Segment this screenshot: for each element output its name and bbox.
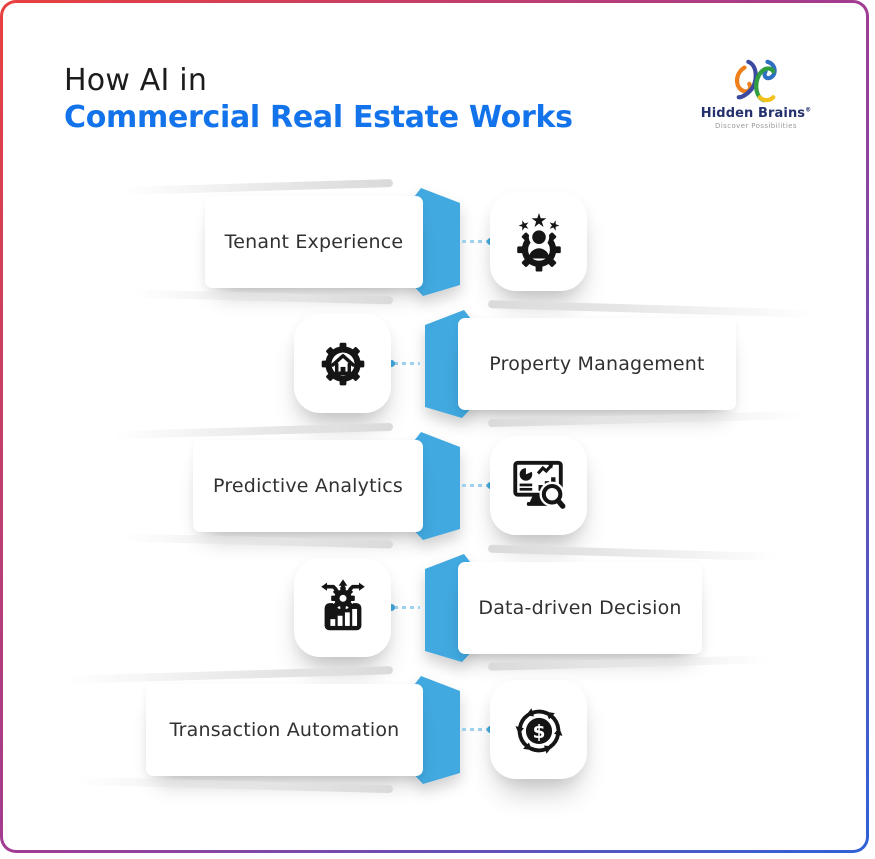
- row-label: Property Management: [489, 353, 705, 375]
- logo-name: Hidden Brains®: [700, 106, 812, 121]
- infographic-canvas: How AI in Commercial Real Estate Works H…: [3, 3, 866, 850]
- icon-card: [294, 558, 391, 657]
- row-predictive-analytics: Predictive Analytics: [3, 425, 866, 547]
- row-label: Data-driven Decision: [478, 597, 682, 619]
- connector-dot: [388, 604, 395, 611]
- label-banner: Data-driven Decision: [458, 562, 702, 654]
- hidden-brains-logo-icon: [734, 59, 777, 103]
- data-driven-decision-icon: [320, 578, 365, 630]
- dashed-connector: [462, 726, 494, 733]
- label-banner: Property Management: [458, 318, 736, 410]
- icon-card: [294, 314, 391, 413]
- row-tenant-experience: Tenant Experience: [3, 181, 866, 303]
- connector-dot: [388, 360, 395, 367]
- trademark-symbol: ®: [805, 106, 812, 114]
- row-label: Transaction Automation: [169, 719, 400, 741]
- icon-card: [490, 436, 587, 535]
- dashed-connector: [462, 482, 494, 489]
- tenant-experience-icon: [516, 212, 561, 272]
- property-management-icon: [321, 342, 364, 385]
- dashed-connector: [388, 604, 420, 611]
- icon-card: [490, 192, 587, 291]
- title-line-2: Commercial Real Estate Works: [64, 100, 573, 135]
- label-banner: Predictive Analytics: [193, 440, 423, 532]
- dashed-connector: [462, 238, 494, 245]
- hidden-brains-logo: Hidden Brains® Discover Possibilities: [696, 58, 816, 130]
- logo-tagline: Discover Possibilities: [715, 122, 797, 130]
- page-title: How AI in Commercial Real Estate Works: [64, 63, 573, 137]
- transaction-automation-icon: $: [515, 707, 562, 754]
- predictive-analytics-icon: [512, 460, 569, 512]
- svg-text:$: $: [532, 721, 545, 742]
- row-transaction-automation: Transaction Automation: [3, 669, 866, 791]
- row-label: Predictive Analytics: [213, 475, 403, 497]
- icon-card: $: [490, 680, 587, 779]
- dashed-connector: [388, 360, 420, 367]
- title-line-1: How AI in: [64, 63, 208, 98]
- row-property-management: Property Management: [3, 303, 866, 425]
- row-label: Tenant Experience: [224, 231, 404, 253]
- row-data-driven-decision: Data-driven Decision: [3, 547, 866, 669]
- label-banner: Transaction Automation: [146, 684, 423, 776]
- label-banner: Tenant Experience: [205, 196, 423, 288]
